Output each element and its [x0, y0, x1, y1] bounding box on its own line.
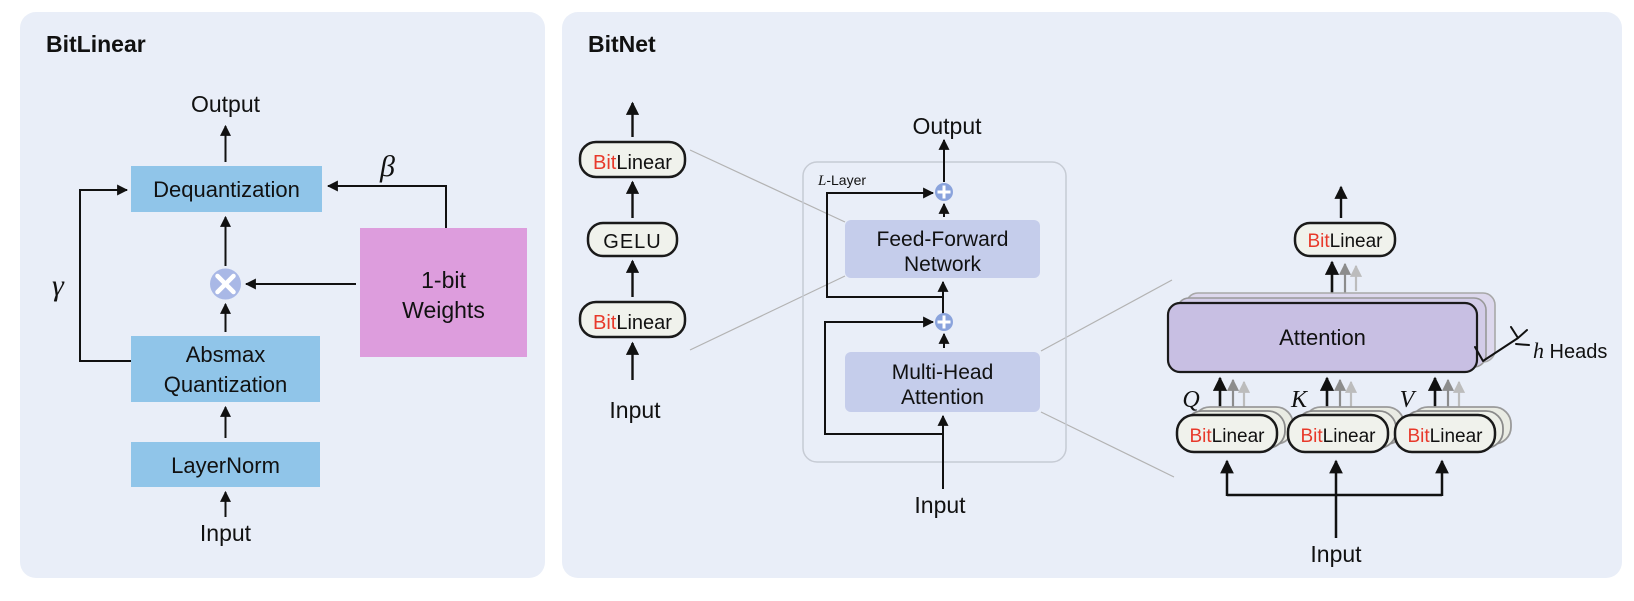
attention-input-label: Input: [1310, 541, 1362, 567]
residual-line-mha: [824, 316, 943, 435]
v-label: V: [1400, 387, 1417, 413]
l-italic-text: L: [817, 173, 826, 189]
transformer-block: L-Layer Output Fe: [802, 113, 1067, 518]
dequantization-label: Dequantization: [153, 177, 300, 202]
linear-text: Linear: [616, 312, 672, 334]
bitlinear-pill-bottom: [578, 300, 687, 339]
beta-label: β: [379, 150, 395, 183]
absmax-quantization-box: [131, 336, 320, 402]
add-icon-top: [935, 183, 953, 201]
mha-label-line1: Multi-Head: [892, 361, 994, 384]
bitlinear-pill-q: [1175, 413, 1279, 454]
bitlinear-pill-top: [578, 140, 687, 179]
absmax-label-line1: Absmax: [186, 342, 265, 367]
multi-head-attention-box: [845, 352, 1040, 412]
bitnet-panel-title: BitNet: [588, 31, 656, 57]
ffn-expansion-stack: BitLinear GELU BitLinear Input: [578, 101, 687, 423]
weights-label-line1: 1-bit: [421, 267, 466, 293]
bitlinear-pill-v-label: BitLinear: [1407, 426, 1483, 447]
bitlinear-panel-title: BitLinear: [46, 31, 146, 57]
bitnet-panel: BitNet BitLinear GELU BitLinear Input L-…: [562, 12, 1622, 578]
bitlinear-pill-q-label: BitLinear: [1189, 426, 1265, 447]
transformer-input-label: Input: [914, 492, 966, 518]
bitlinear-pill-k-label: BitLinear: [1300, 426, 1376, 447]
l-layer-label: L-Layer: [817, 172, 866, 189]
gelu-pill: [586, 221, 679, 258]
layernorm-label: LayerNorm: [171, 453, 280, 478]
attention-label: Attention: [1279, 325, 1366, 350]
mha-label-line2: Attention: [901, 386, 984, 409]
feed-forward-network-box: [845, 220, 1040, 278]
ffn-stack-input-label: Input: [609, 397, 661, 423]
one-bit-weights-box: [360, 228, 527, 357]
linear-text: Linear: [1330, 231, 1383, 252]
heads-text: Heads: [1544, 341, 1607, 363]
k-bitlinear-stack: BitLinear: [1286, 406, 1405, 454]
residual-line-ffn: [826, 187, 943, 298]
bitlinear-input-label: Input: [200, 520, 252, 546]
gelu-label: GELU: [603, 231, 661, 253]
ffn-label-line1: Feed-Forward: [877, 228, 1009, 251]
h-heads-label: h Heads: [1533, 338, 1607, 363]
q-label: Q: [1182, 387, 1199, 413]
layer-suffix-text: -Layer: [826, 172, 866, 188]
bitlinear-panel: BitLinear Dequantization Absmax Quantiza…: [20, 12, 545, 578]
bitlinear-pill-attn-out: [1293, 221, 1397, 258]
dequantization-box: [131, 166, 322, 212]
k-label: K: [1290, 387, 1309, 413]
q-bitlinear-stack: BitLinear: [1175, 406, 1294, 454]
arrow-beta-to-dequantization: [326, 180, 447, 228]
heads-brace-squiggle: [1474, 326, 1530, 362]
bit-text: Bit: [1300, 426, 1323, 447]
transformer-output-label: Output: [912, 113, 982, 139]
projection-line-mha-bottom: [1040, 411, 1175, 478]
bit-text: Bit: [1307, 231, 1330, 252]
linear-text: Linear: [1212, 426, 1265, 447]
bitlinear-pill-top-label: BitLinear: [593, 152, 672, 174]
linear-text: Linear: [616, 152, 672, 174]
arrow-gamma-to-dequantization: [79, 184, 131, 362]
bit-text: Bit: [1189, 426, 1212, 447]
add-icon-bottom: [935, 313, 953, 331]
attention-stack: Attention: [1166, 292, 1496, 374]
absmax-label-line2: Quantization: [164, 372, 288, 397]
bitlinear-pill-v: [1393, 413, 1497, 454]
bitlinear-pill-bottom-label: BitLinear: [593, 312, 672, 334]
bit-text: Bit: [593, 152, 617, 174]
bit-text: Bit: [593, 312, 617, 334]
attention-box: [1166, 301, 1479, 374]
weights-label-line2: Weights: [402, 297, 485, 323]
v-bitlinear-stack: BitLinear: [1393, 406, 1512, 454]
attention-detail: BitLinear Attention h Heads Q K V: [1166, 185, 1607, 567]
bitlinear-panel-background: [20, 12, 545, 578]
bit-text: Bit: [1407, 426, 1430, 447]
projection-line-ffn-bottom: [689, 275, 846, 351]
qkv-input-fanout: [1220, 459, 1449, 538]
ffn-label-line2: Network: [904, 253, 982, 276]
layernorm-box: [131, 442, 320, 487]
gamma-label: γ: [52, 269, 65, 302]
attention-output-arrows: [1324, 260, 1363, 296]
bitlinear-pill-k: [1286, 413, 1390, 454]
projection-line-ffn-top: [689, 149, 846, 223]
h-italic-text: h: [1533, 338, 1544, 363]
linear-text: Linear: [1430, 426, 1483, 447]
bitlinear-output-label: Output: [191, 91, 261, 117]
l-layer-box: [802, 161, 1067, 463]
bitlinear-pill-attn-out-label: BitLinear: [1307, 231, 1383, 252]
multiply-icon: [210, 268, 241, 300]
linear-text: Linear: [1323, 426, 1376, 447]
projection-line-mha-top: [1040, 279, 1173, 352]
